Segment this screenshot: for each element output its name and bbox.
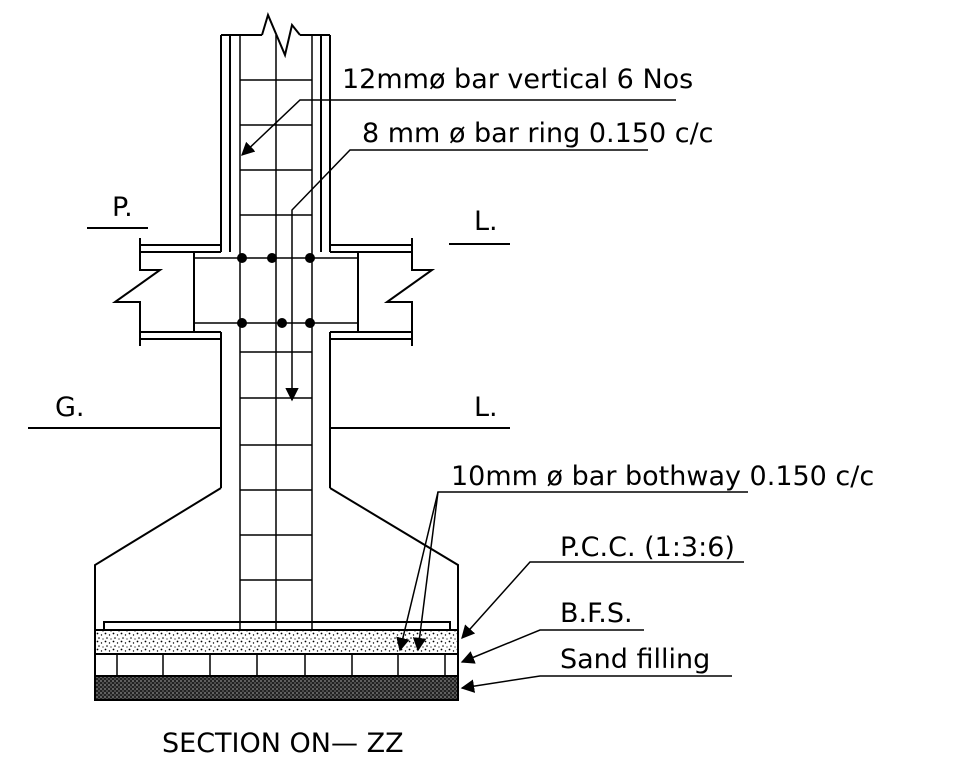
ground-left-label: G. [55,392,85,423]
column-outline [220,12,331,252]
ground-right-label: L. [474,392,498,423]
section-title: SECTION ON— ZZ [162,728,404,759]
plinth-left-label: P. [112,192,133,223]
ring-bar-label: 8 mm ø bar ring 0.150 c/c [362,118,714,149]
bothway-bar-label: 10mm ø bar bothway 0.150 c/c [451,461,874,492]
leaders [241,99,748,693]
plinth-level-marker [87,227,510,245]
plinth-right-label: L. [474,206,498,237]
column-lower [220,332,331,488]
pcc-label: P.C.C. (1:3:6) [560,532,735,563]
reinforcement-cage [239,35,313,652]
beam-bars [237,253,315,328]
bfs-layer [94,653,459,677]
bfs-label: B.F.S. [560,598,633,629]
vertical-bar-label: 12mmø bar vertical 6 Nos [342,64,693,95]
sand-filling-label: Sand filling [560,644,710,675]
plinth-beam [111,238,436,346]
sand-layer [94,675,459,701]
